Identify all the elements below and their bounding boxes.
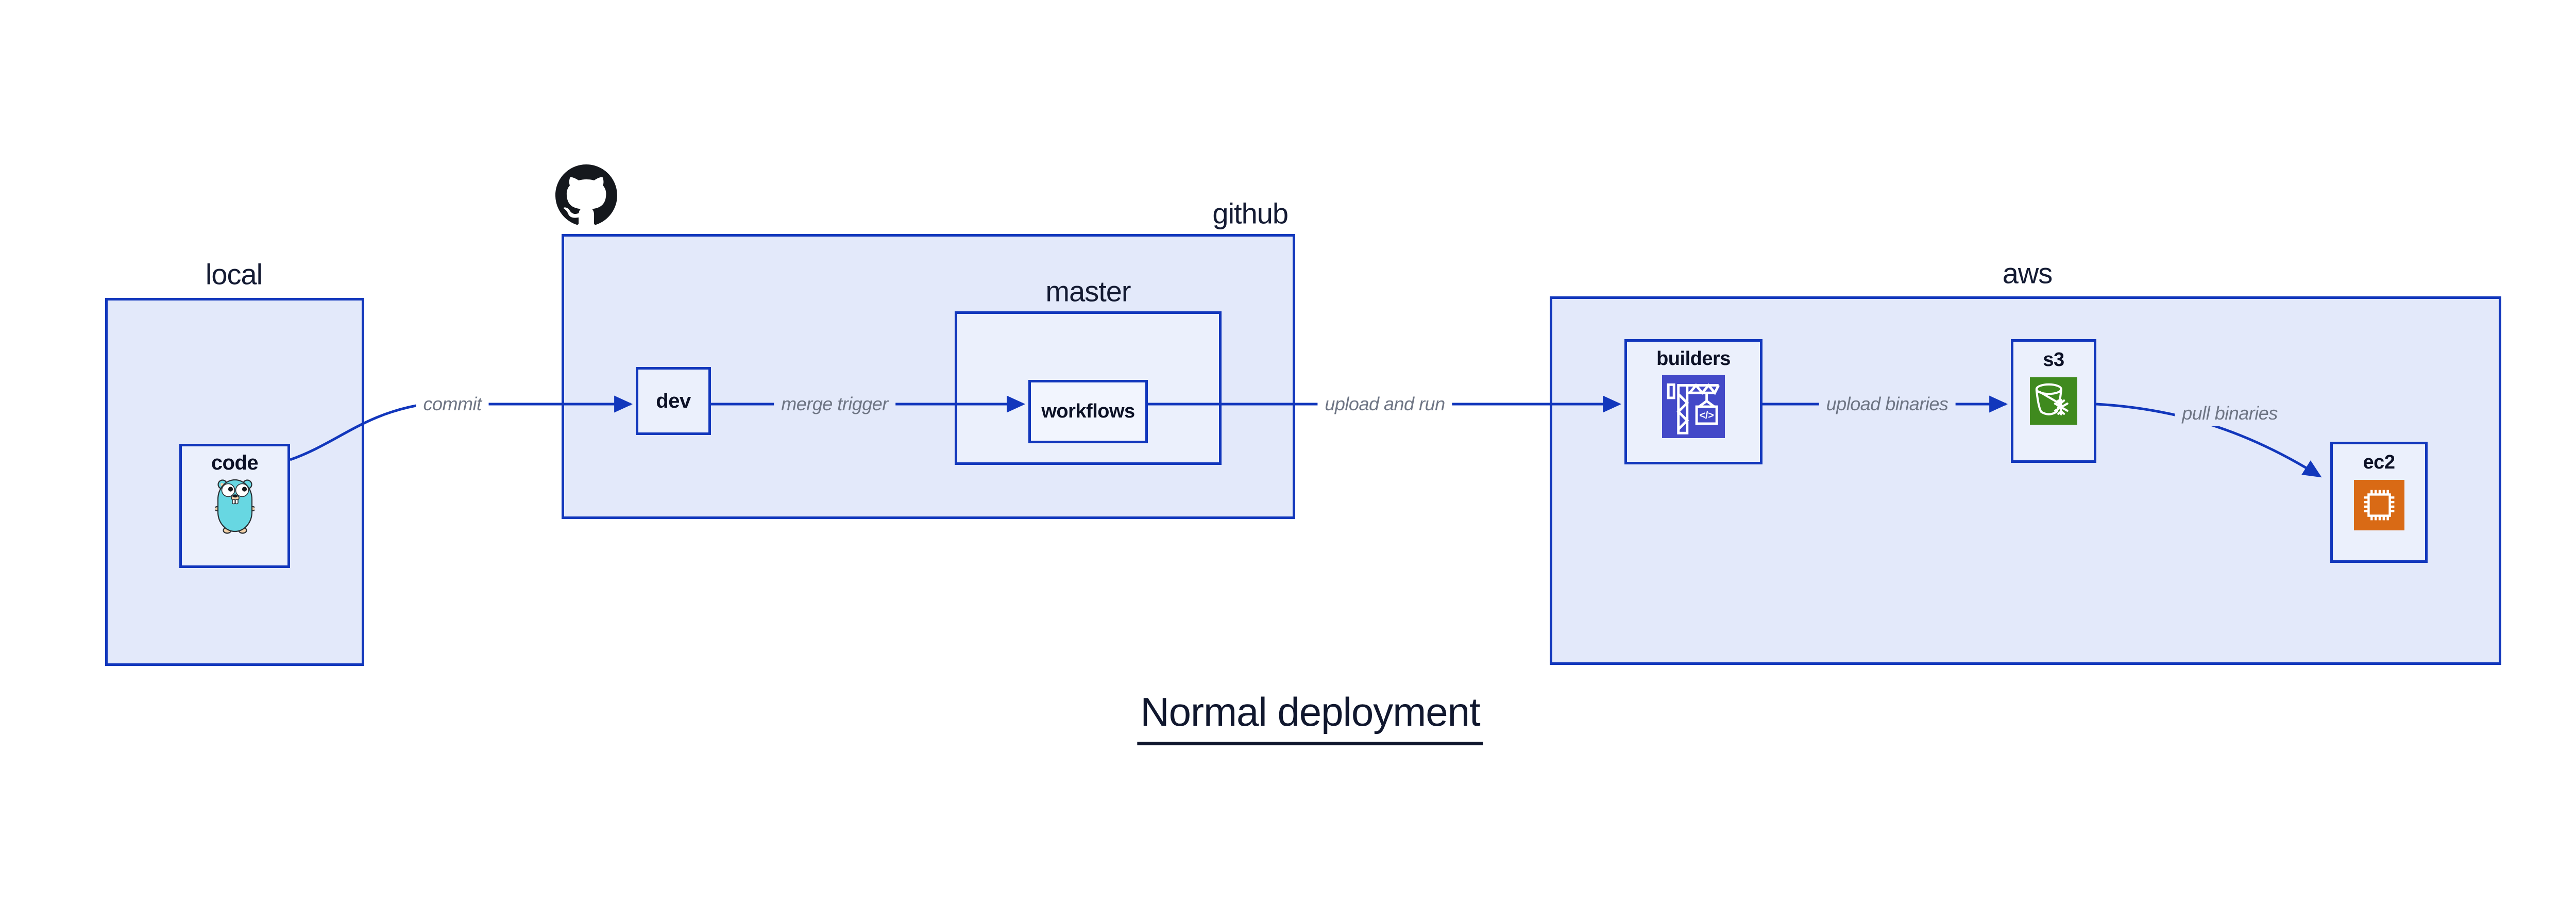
node-code-label: code <box>211 452 259 474</box>
container-local-label: local <box>205 258 263 291</box>
container-github-label: github <box>1212 197 1289 230</box>
container-master-label: master <box>1045 275 1131 308</box>
container-aws-label: aws <box>2002 257 2053 290</box>
node-s3-label: s3 <box>2043 349 2064 371</box>
node-ec2-label: ec2 <box>2363 452 2395 473</box>
node-dev-label: dev <box>656 389 691 412</box>
github-logo-icon <box>555 164 617 225</box>
builders-icon-glyph: </> <box>1700 410 1714 421</box>
node-s3: s3 <box>2011 339 2096 463</box>
node-code: code <box>179 444 290 568</box>
edge-merge-trigger-label: merge trigger <box>774 391 895 417</box>
diagram-title: Normal deployment <box>1137 689 1483 745</box>
go-gopher-icon <box>215 479 255 534</box>
s3-bucket-icon <box>2030 377 2077 425</box>
edge-commit-label: commit <box>416 391 489 417</box>
edge-pull-binaries-label: pull binaries <box>2175 400 2285 426</box>
node-workflows: workflows <box>1028 380 1148 443</box>
edge-upload-binaries-label: upload binaries <box>1819 391 1956 417</box>
node-ec2: ec2 <box>2330 442 2428 563</box>
node-workflows-label: workflows <box>1041 400 1135 422</box>
node-dev: dev <box>636 367 711 435</box>
ec2-chip-icon <box>2353 480 2404 530</box>
node-builders-label: builders <box>1656 348 1731 370</box>
codebuild-crane-icon: </> <box>1662 375 1725 438</box>
edge-upload-and-run-label: upload and run <box>1317 391 1452 417</box>
node-builders: builders </> <box>1624 339 1762 464</box>
